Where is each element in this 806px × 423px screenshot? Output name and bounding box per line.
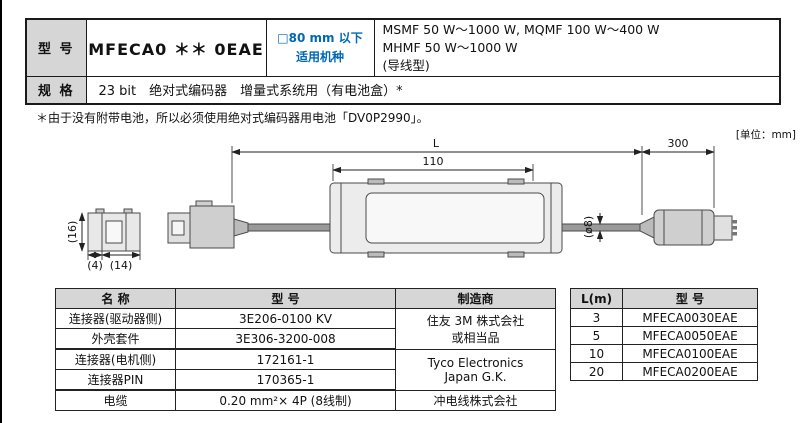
spec-table: 型 号 MFECA0 ＊＊ 0EAE □80 mm 以下 适用机种 MSMF 5… xyxy=(25,18,781,105)
unit-label: [单位：mm] xyxy=(735,129,796,141)
table-row: 电缆 0.20 mm²× 4P (8线制) 冲电线株式会社 xyxy=(55,389,556,411)
part-name: 连接器(电机侧) xyxy=(55,348,176,370)
part-model: 3E206-0100 KV xyxy=(175,308,396,329)
table-row: 5 MFECA0050EAE xyxy=(570,326,758,345)
table-row: 连接器PIN 170365-1 xyxy=(55,369,556,391)
model-number: MFECA0 ＊＊ 0EAE xyxy=(85,18,267,77)
cable-dimension-drawing: L 300 110 (16) (4) (14) xyxy=(66,137,737,272)
motor-side-connector xyxy=(167,200,249,249)
dimension-dia8: (ø8) xyxy=(582,213,604,242)
dimension-110: 110 xyxy=(332,155,534,181)
part-name: 连接器(驱动器侧) xyxy=(55,308,176,329)
dim-dia8-label: (ø8) xyxy=(582,216,595,238)
part-name: 电缆 xyxy=(55,389,176,411)
maker-line: 或相当品 xyxy=(451,330,500,345)
length-header-row: L(m) 型 号 xyxy=(570,288,758,309)
spec-table-row-spec: 规 格 23 bit 绝对式编码器 增量式系统用（有电池盒）* xyxy=(25,75,781,105)
cable-model: MFECA0200EAE xyxy=(622,362,758,381)
page-edge-rule xyxy=(0,0,2,423)
table-row: 连接器(电机侧) 172161-1 Tyco Electronics Japan… xyxy=(55,348,556,391)
dim-14-label: (14) xyxy=(110,259,133,272)
part-model: 3E306-3200-008 xyxy=(175,328,396,350)
applicable-models-cell: MSMF 50 W～1000 W, MQMF 100 W～400 W MHMF … xyxy=(373,18,781,77)
dim-300-label: 300 xyxy=(668,137,689,150)
col-header-name: 名 称 xyxy=(55,288,176,309)
parts-header-row: 名 称 型 号 制造商 xyxy=(55,288,556,309)
cable-length: 10 xyxy=(570,344,623,363)
col-header-length: L(m) xyxy=(570,288,623,309)
table-row: 3 MFECA0030EAE xyxy=(570,308,758,327)
applicable-line1: □80 mm 以下 xyxy=(277,30,363,45)
col-header-maker: 制造商 xyxy=(395,288,556,309)
maker-line: Japan G.K. xyxy=(444,369,507,384)
length-table: L(m) 型 号 3 MFECA0030EAE 5 MFECA0050EAE 1… xyxy=(570,288,758,381)
part-maker: Tyco Electronics Japan G.K. xyxy=(395,348,556,391)
cable-length: 20 xyxy=(570,362,623,381)
dim-4-label: (4) xyxy=(87,259,103,272)
dimension-300: 300 xyxy=(641,137,715,208)
dim-110-label: 110 xyxy=(423,155,444,168)
applicable-machine-cell: □80 mm 以下 适用机种 xyxy=(265,18,375,77)
part-model: 0.20 mm²× 4P (8线制) xyxy=(175,389,396,411)
cable-model: MFECA0030EAE xyxy=(622,308,758,327)
model-label: 型 号 xyxy=(25,18,87,77)
part-model: 172161-1 xyxy=(175,348,396,370)
battery-case xyxy=(329,178,563,258)
maker-line: 住友 3M 株式会社 xyxy=(426,313,525,328)
table-row: 10 MFECA0100EAE xyxy=(570,344,758,363)
cable-model: MFECA0100EAE xyxy=(622,344,758,363)
models-line2: MHMF 50 W～1000 W xyxy=(382,39,518,55)
part-name: 连接器PIN xyxy=(55,369,176,391)
part-maker: 冲电线株式会社 xyxy=(395,389,556,411)
part-maker: 住友 3M 株式会社 或相当品 xyxy=(395,308,556,350)
col-header-model: 型 号 xyxy=(175,288,396,309)
connector-front-view: (16) (4) (14) xyxy=(66,208,141,272)
spec-table-row-model: 型 号 MFECA0 ＊＊ 0EAE □80 mm 以下 适用机种 MSMF 5… xyxy=(25,18,781,77)
table-row: 外壳套件 3E306-3200-008 xyxy=(55,328,556,350)
cable-length: 3 xyxy=(570,308,623,327)
applicable-line2: 适用机种 xyxy=(295,49,344,64)
dim-16-label: (16) xyxy=(66,221,79,244)
cable-length: 5 xyxy=(570,326,623,345)
parts-table: 名 称 型 号 制造商 连接器(驱动器侧) 3E206-0100 KV 住友 3… xyxy=(55,288,556,411)
dim-L-label: L xyxy=(433,137,440,150)
battery-note: ＊由于没有附带电池，所以必须使用绝对式编码器用电池「DV0P2990」。 xyxy=(36,111,429,125)
driver-side-connector xyxy=(639,209,737,246)
part-model: 170365-1 xyxy=(175,369,396,391)
models-line1: MSMF 50 W～1000 W, MQMF 100 W～400 W xyxy=(382,21,660,37)
maker-line: Tyco Electronics xyxy=(427,355,524,370)
spec-label: 规 格 xyxy=(25,75,87,105)
dimension-L: L xyxy=(231,137,643,215)
table-row: 20 MFECA0200EAE xyxy=(570,362,758,381)
models-line3: (导线型) xyxy=(382,57,430,73)
table-row: 连接器(驱动器侧) 3E206-0100 KV 住友 3M 株式会社 或相当品 xyxy=(55,308,556,350)
col-header-model: 型 号 xyxy=(622,288,758,309)
spec-value: 23 bit 绝对式编码器 增量式系统用（有电池盒）* xyxy=(85,75,781,105)
cable-model: MFECA0050EAE xyxy=(622,326,758,345)
part-name: 外壳套件 xyxy=(55,328,176,350)
